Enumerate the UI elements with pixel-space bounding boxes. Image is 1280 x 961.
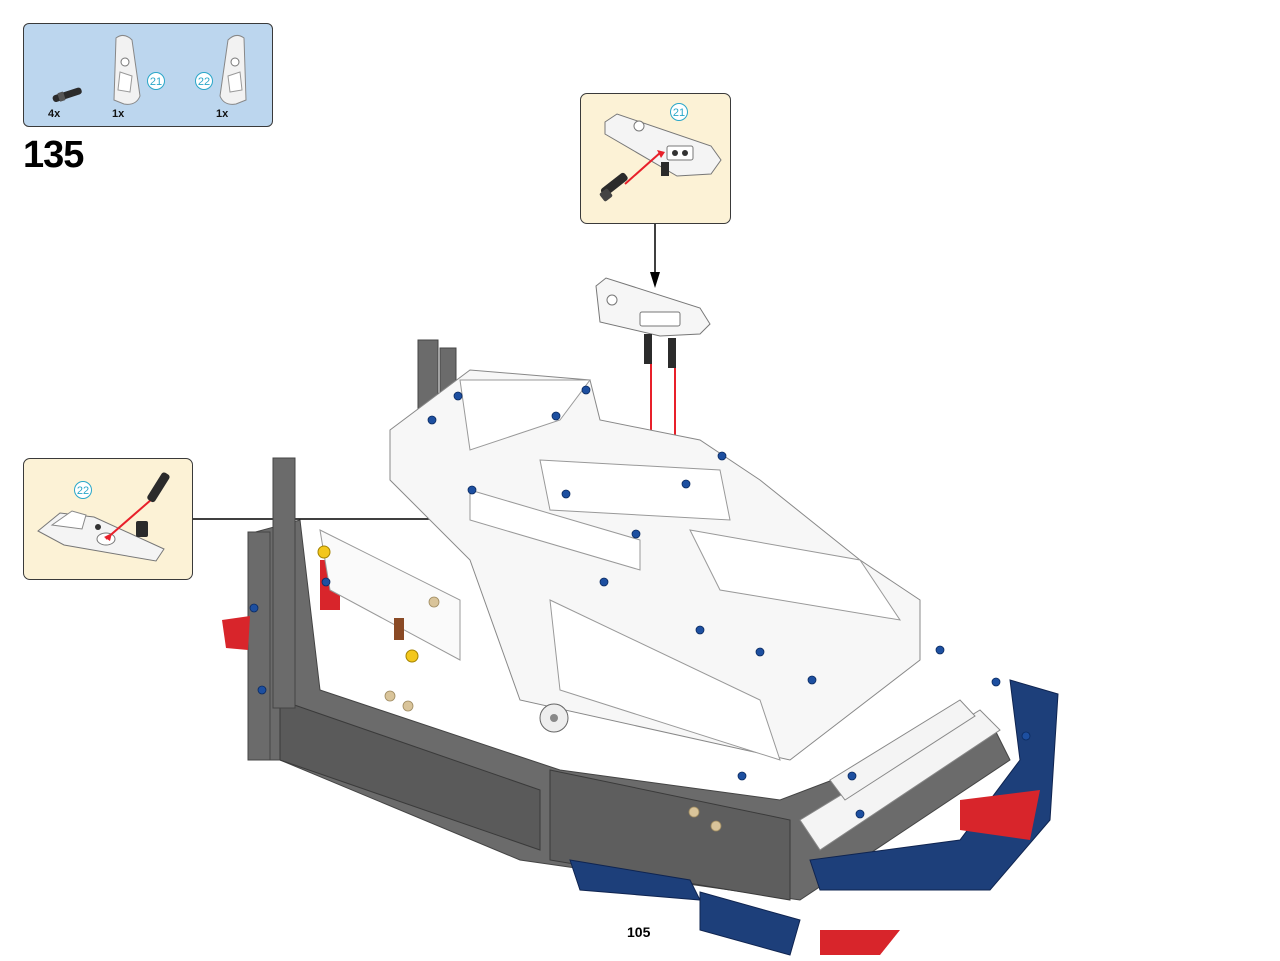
- part-quantity: 1x: [112, 108, 125, 120]
- panel-right-icon: [113, 34, 141, 105]
- step-number: 135: [23, 134, 84, 176]
- sub-step-box-22: 22: [23, 458, 193, 580]
- part-callout: 21: [147, 72, 165, 90]
- sub-step-callout: 22: [74, 481, 92, 499]
- part-callout: 22: [195, 72, 213, 90]
- sub-assembly-22-illustration: [37, 472, 170, 562]
- sub-step-callout: 21: [670, 103, 688, 121]
- part-quantity: 4x: [48, 108, 61, 120]
- pin-with-axle-icon: [52, 87, 82, 102]
- sub-assembly-21-illustration: [599, 113, 722, 202]
- parts-list-box: 4x 21 1x 22 1x: [23, 23, 273, 127]
- sub-step-box-21: 21: [580, 93, 731, 224]
- panel-left-icon: [219, 34, 247, 105]
- page-number: 105: [627, 924, 651, 940]
- part-quantity: 1x: [216, 108, 229, 120]
